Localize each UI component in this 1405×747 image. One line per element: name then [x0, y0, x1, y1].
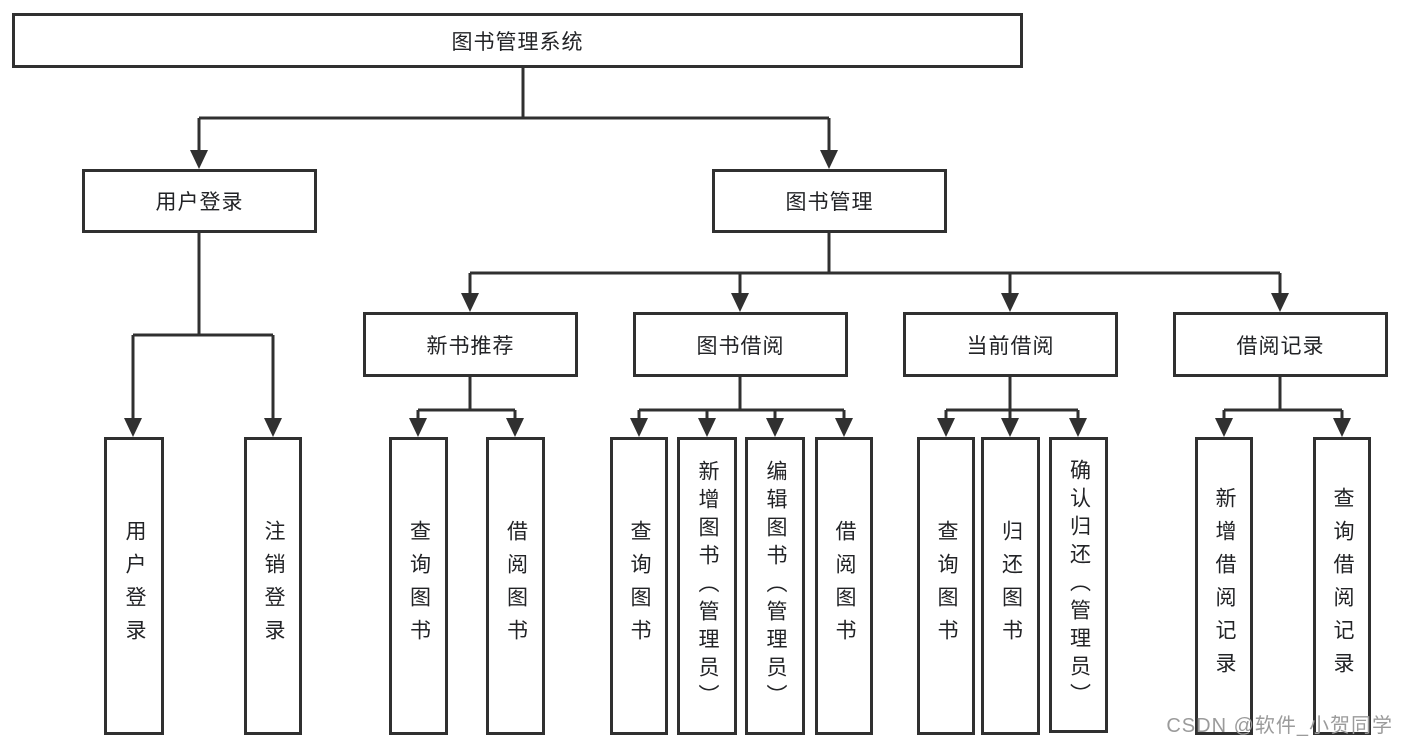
leaf-records-query: 查询借阅记录 — [1313, 437, 1371, 735]
node-new-book-recommend-label: 新书推荐 — [426, 334, 515, 358]
leaf-records-add-label: 新增借阅记录 — [1213, 487, 1236, 685]
node-current-borrow: 当前借阅 — [903, 312, 1118, 377]
connector-book-borrow-to-leaves — [637, 377, 846, 420]
node-user-login: 用户登录 — [82, 169, 317, 233]
connector-new-book-to-leaves — [416, 377, 517, 420]
connector-root-to-level2 — [197, 68, 831, 152]
node-borrow-records-label: 借阅记录 — [1236, 334, 1325, 358]
leaf-current-query-label: 查询图书 — [935, 520, 958, 652]
node-book-borrow-label: 图书借阅 — [696, 334, 785, 358]
node-book-management-label: 图书管理 — [785, 191, 874, 214]
leaf-current-confirm-admin-label: 确认归还（管理员） — [1067, 459, 1091, 711]
leaf-current-query: 查询图书 — [917, 437, 975, 735]
leaf-records-query-label: 查询借阅记录 — [1331, 487, 1354, 685]
leaf-user-login: 用户登录 — [104, 437, 164, 735]
node-current-borrow-label: 当前借阅 — [966, 334, 1055, 358]
node-new-book-recommend: 新书推荐 — [363, 312, 578, 377]
leaf-bookborrow-edit-admin: 编辑图书（管理员） — [745, 437, 805, 735]
node-root: 图书管理系统 — [12, 13, 1023, 68]
leaf-current-return: 归还图书 — [981, 437, 1040, 735]
node-borrow-records: 借阅记录 — [1173, 312, 1388, 377]
leaf-current-confirm-admin: 确认归还（管理员） — [1049, 437, 1108, 733]
leaf-bookborrow-edit-admin-label: 编辑图书（管理员） — [764, 460, 787, 712]
node-root-label: 图书管理系统 — [451, 30, 584, 54]
leaf-bookborrow-borrow-label: 借阅图书 — [833, 520, 856, 652]
leaf-logout: 注销登录 — [244, 437, 302, 735]
arrowheads — [124, 150, 1351, 437]
leaf-user-login-label: 用户登录 — [123, 520, 146, 652]
node-book-management: 图书管理 — [712, 169, 947, 233]
leaf-newbook-borrow-label: 借阅图书 — [504, 520, 528, 652]
leaf-records-add: 新增借阅记录 — [1195, 437, 1253, 735]
leaf-bookborrow-add-admin: 新增图书（管理员） — [677, 437, 737, 735]
leaf-newbook-query-label: 查询图书 — [407, 520, 431, 652]
connector-user-login-to-leaves — [131, 233, 275, 420]
leaf-bookborrow-query-label: 查询图书 — [628, 520, 651, 652]
leaf-bookborrow-query: 查询图书 — [610, 437, 668, 735]
connector-current-borrow-to-leaves — [944, 377, 1080, 420]
leaf-logout-label: 注销登录 — [262, 520, 285, 652]
leaf-bookborrow-add-admin-label: 新增图书（管理员） — [696, 460, 719, 712]
leaf-newbook-borrow: 借阅图书 — [486, 437, 545, 735]
connector-borrow-records-to-leaves — [1222, 377, 1344, 420]
leaf-newbook-query: 查询图书 — [389, 437, 448, 735]
node-book-borrow: 图书借阅 — [633, 312, 848, 377]
leaf-current-return-label: 归还图书 — [999, 520, 1023, 652]
connector-book-mgmt-to-level3 — [468, 233, 1282, 295]
node-user-login-label: 用户登录 — [155, 191, 244, 214]
leaf-bookborrow-borrow: 借阅图书 — [815, 437, 873, 735]
